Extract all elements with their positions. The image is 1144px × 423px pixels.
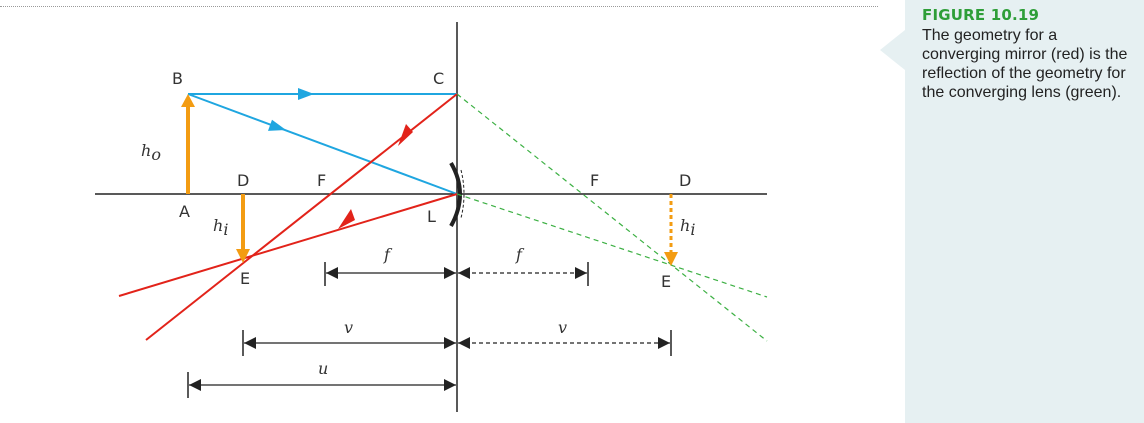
- figure-caption: The geometry for a converging mirror (re…: [922, 27, 1128, 101]
- object-arrow-head: [181, 94, 195, 107]
- converging-mirror-diagram: B C A D F L E F D E ho hi hi f f v v u: [95, 22, 768, 412]
- figure-label: FIGURE 10.19: [922, 6, 1040, 24]
- label-image-height-left: hi: [213, 216, 228, 239]
- label-f-right: f: [515, 245, 525, 264]
- reflected-ray-focus-arrow: [398, 124, 413, 146]
- label-v-left: v: [344, 318, 353, 337]
- label-point-A: A: [179, 202, 190, 221]
- label-object-height: ho: [141, 141, 161, 164]
- lens-ray-center: [456, 193, 768, 298]
- lens-ray-top: [456, 93, 768, 342]
- label-point-B: B: [172, 69, 183, 88]
- top-dotted-rule: [0, 6, 878, 7]
- real-image-arrow-head: [236, 249, 250, 263]
- label-f-left: f: [383, 245, 393, 264]
- label-point-F-right: F: [590, 171, 599, 190]
- lens-image-arrow-head: [664, 252, 678, 266]
- label-point-E-left: E: [240, 269, 250, 288]
- label-v-right: v: [558, 318, 567, 337]
- concave-mirror: [449, 161, 462, 227]
- caption-pointer: [880, 30, 905, 70]
- label-image-height-right: hi: [680, 216, 695, 239]
- label-point-D-left: D: [237, 171, 249, 190]
- incident-ray-center: [187, 93, 458, 195]
- caption-panel: [905, 0, 1144, 423]
- label-point-C: C: [433, 69, 444, 88]
- label-point-D-right: D: [679, 171, 691, 190]
- incident-ray-parallel-arrow: [298, 88, 314, 100]
- reflected-ray-center-arrow: [338, 209, 355, 229]
- label-point-F-left: F: [317, 171, 326, 190]
- reflected-ray-center: [118, 193, 458, 297]
- label-point-E-right: E: [661, 272, 671, 291]
- label-u: u: [318, 359, 328, 378]
- incident-ray-center-arrow: [268, 119, 286, 131]
- label-point-L: L: [427, 207, 436, 226]
